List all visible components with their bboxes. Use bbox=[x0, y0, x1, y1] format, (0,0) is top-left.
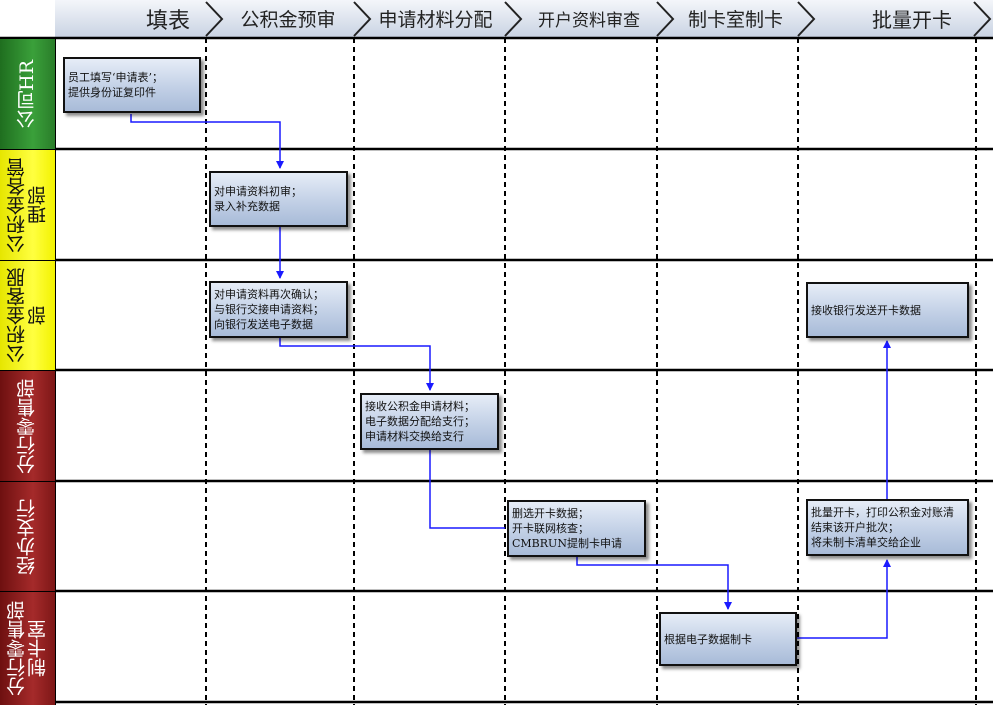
task-branch-screen: 删选开卡数据； 开卡联网核查； CMBRUN提制卡申请 bbox=[507, 500, 646, 557]
lane-label-hr-text: 公司HR bbox=[16, 59, 38, 129]
lane-label-service: 公积金客服 部 bbox=[0, 261, 55, 370]
phase-fill: 填表 bbox=[145, 8, 190, 34]
phase-account-review: 开户资料审查 bbox=[538, 11, 640, 31]
lane-label-mgmt: 公积金各管 理部 bbox=[0, 150, 55, 260]
lane-label-mgmt-text: 公积金各管 理部 bbox=[5, 157, 49, 253]
task-service-confirm: 对申请资料再次确认； 与银行交接申请资料； 向银行发送电子数据 bbox=[209, 281, 348, 338]
lane-label-retail: 分行零售部 bbox=[0, 371, 55, 481]
connector-cardroom-to-batch bbox=[797, 559, 891, 639]
task-service-receive-card-data: 接收银行发送开卡数据 bbox=[806, 282, 969, 338]
lane-label-cardroom-text: 分行零售部 制卡室 bbox=[5, 601, 49, 696]
phase-chevrons bbox=[205, 1, 992, 37]
lane-label-cardroom: 分行零售部 制卡室 bbox=[0, 592, 55, 705]
task-hr-fill-form: 员工填写‘申请表’； 提供身份证复印件 bbox=[63, 57, 201, 113]
lane-label-branch: 经办支行 bbox=[0, 482, 55, 591]
connector-branch-to-cardroom bbox=[576, 557, 732, 610]
phase-dividers bbox=[205, 38, 977, 705]
connector-retail-to-branch bbox=[429, 450, 505, 529]
lane-label-service-text: 公积金客服 部 bbox=[5, 268, 49, 363]
lane-label-hr: 公司HR bbox=[0, 39, 55, 149]
lane-label-branch-text: 经办支行 bbox=[16, 498, 38, 575]
connector-confirm-to-retail bbox=[279, 338, 434, 391]
task-cardroom-make-card: 根据电子数据制卡 bbox=[659, 612, 797, 666]
lane-label-retail-text: 分行零售部 bbox=[16, 378, 38, 474]
task-retail-receive: 接收公积金申请材料； 电子数据分配给支行； 申请材料交换给支行 bbox=[360, 393, 499, 450]
phase-allocation: 申请材料分配 bbox=[378, 9, 493, 31]
task-mgmt-initial-review: 对申请资料初审； 录入补充数据 bbox=[209, 171, 348, 227]
phase-card-making: 制卡室制卡 bbox=[687, 9, 783, 31]
task-branch-batch-open: 批量开卡，打印公积金对账清 结束该开户批次； 将未制卡清单交给企业 bbox=[806, 499, 969, 556]
flow-connectors bbox=[130, 114, 891, 639]
phase-batch-open: 批量开卡 bbox=[872, 8, 952, 32]
lane-separators bbox=[0, 36, 993, 704]
phase-prereview: 公积金预审 bbox=[240, 9, 336, 31]
connector-hr-to-review bbox=[130, 114, 284, 169]
